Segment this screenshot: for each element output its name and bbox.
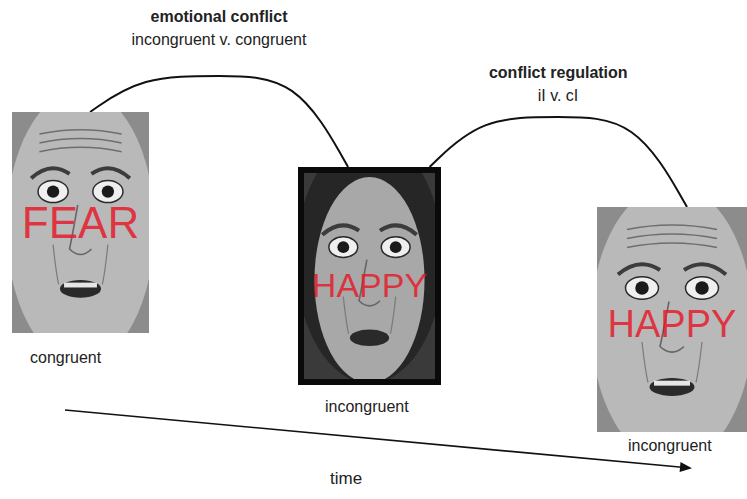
- eyebrow: [322, 225, 359, 234]
- hair: [304, 173, 435, 379]
- contrast-sublabel: iI v. cI: [538, 87, 579, 105]
- photo: [304, 173, 435, 379]
- teeth: [64, 283, 97, 288]
- contrast-arc: [430, 117, 687, 207]
- trial-type-caption: congruent: [30, 349, 101, 367]
- forehead-wrinkle: [39, 147, 121, 151]
- axis-label: time: [330, 470, 362, 489]
- eye: [686, 277, 719, 300]
- emotion-word: HAPPY: [298, 268, 441, 302]
- iris: [390, 241, 402, 253]
- mouth: [60, 280, 101, 298]
- cheek-line: [696, 342, 702, 383]
- face-skin: [12, 112, 149, 333]
- cheek-line: [642, 342, 648, 383]
- cheek-line: [102, 245, 107, 285]
- photo: [597, 207, 747, 432]
- face-stimulus: HAPPYincongruent: [597, 207, 747, 432]
- iris: [337, 241, 349, 253]
- face-illustration: [298, 167, 441, 385]
- contrast-sublabel: incongruent v. congruent: [132, 31, 307, 49]
- forehead-wrinkle: [627, 225, 717, 230]
- forehead-wrinkle: [627, 234, 717, 239]
- face-illustration: [12, 112, 149, 333]
- eyebrow: [91, 168, 129, 178]
- emotion-word: HAPPY: [597, 305, 747, 343]
- trial-type-caption: incongruent: [325, 398, 409, 416]
- teeth: [654, 381, 690, 386]
- emotion-word: FEAR: [12, 201, 149, 245]
- iris: [695, 281, 709, 295]
- eyebrow: [684, 264, 726, 274]
- cheek-line: [53, 245, 58, 285]
- eyebrow: [31, 168, 69, 178]
- time-arrow-line: [65, 410, 682, 467]
- eyebrow: [380, 225, 417, 234]
- time-arrow-head: [680, 462, 692, 472]
- face-stimulus: FEARcongruent: [12, 112, 149, 333]
- face-illustration: [597, 207, 747, 432]
- iris: [47, 185, 59, 197]
- forehead-wrinkle: [627, 243, 717, 248]
- eyebrow: [618, 264, 660, 274]
- mouth: [650, 378, 695, 396]
- mouth: [350, 330, 389, 346]
- eye: [381, 237, 410, 258]
- iris: [102, 185, 114, 197]
- forehead-wrinkle: [39, 130, 121, 134]
- eye: [329, 237, 358, 258]
- contrast-label: conflict regulation: [489, 64, 628, 82]
- trial-type-caption: incongruent: [628, 437, 712, 455]
- eye: [626, 277, 659, 300]
- iris: [635, 281, 649, 295]
- contrast-label: emotional conflict: [151, 8, 288, 26]
- photo: [12, 112, 149, 333]
- face-skin: [597, 207, 747, 432]
- forehead-wrinkle: [39, 139, 121, 143]
- face-stimulus: HAPPYincongruent: [298, 167, 441, 385]
